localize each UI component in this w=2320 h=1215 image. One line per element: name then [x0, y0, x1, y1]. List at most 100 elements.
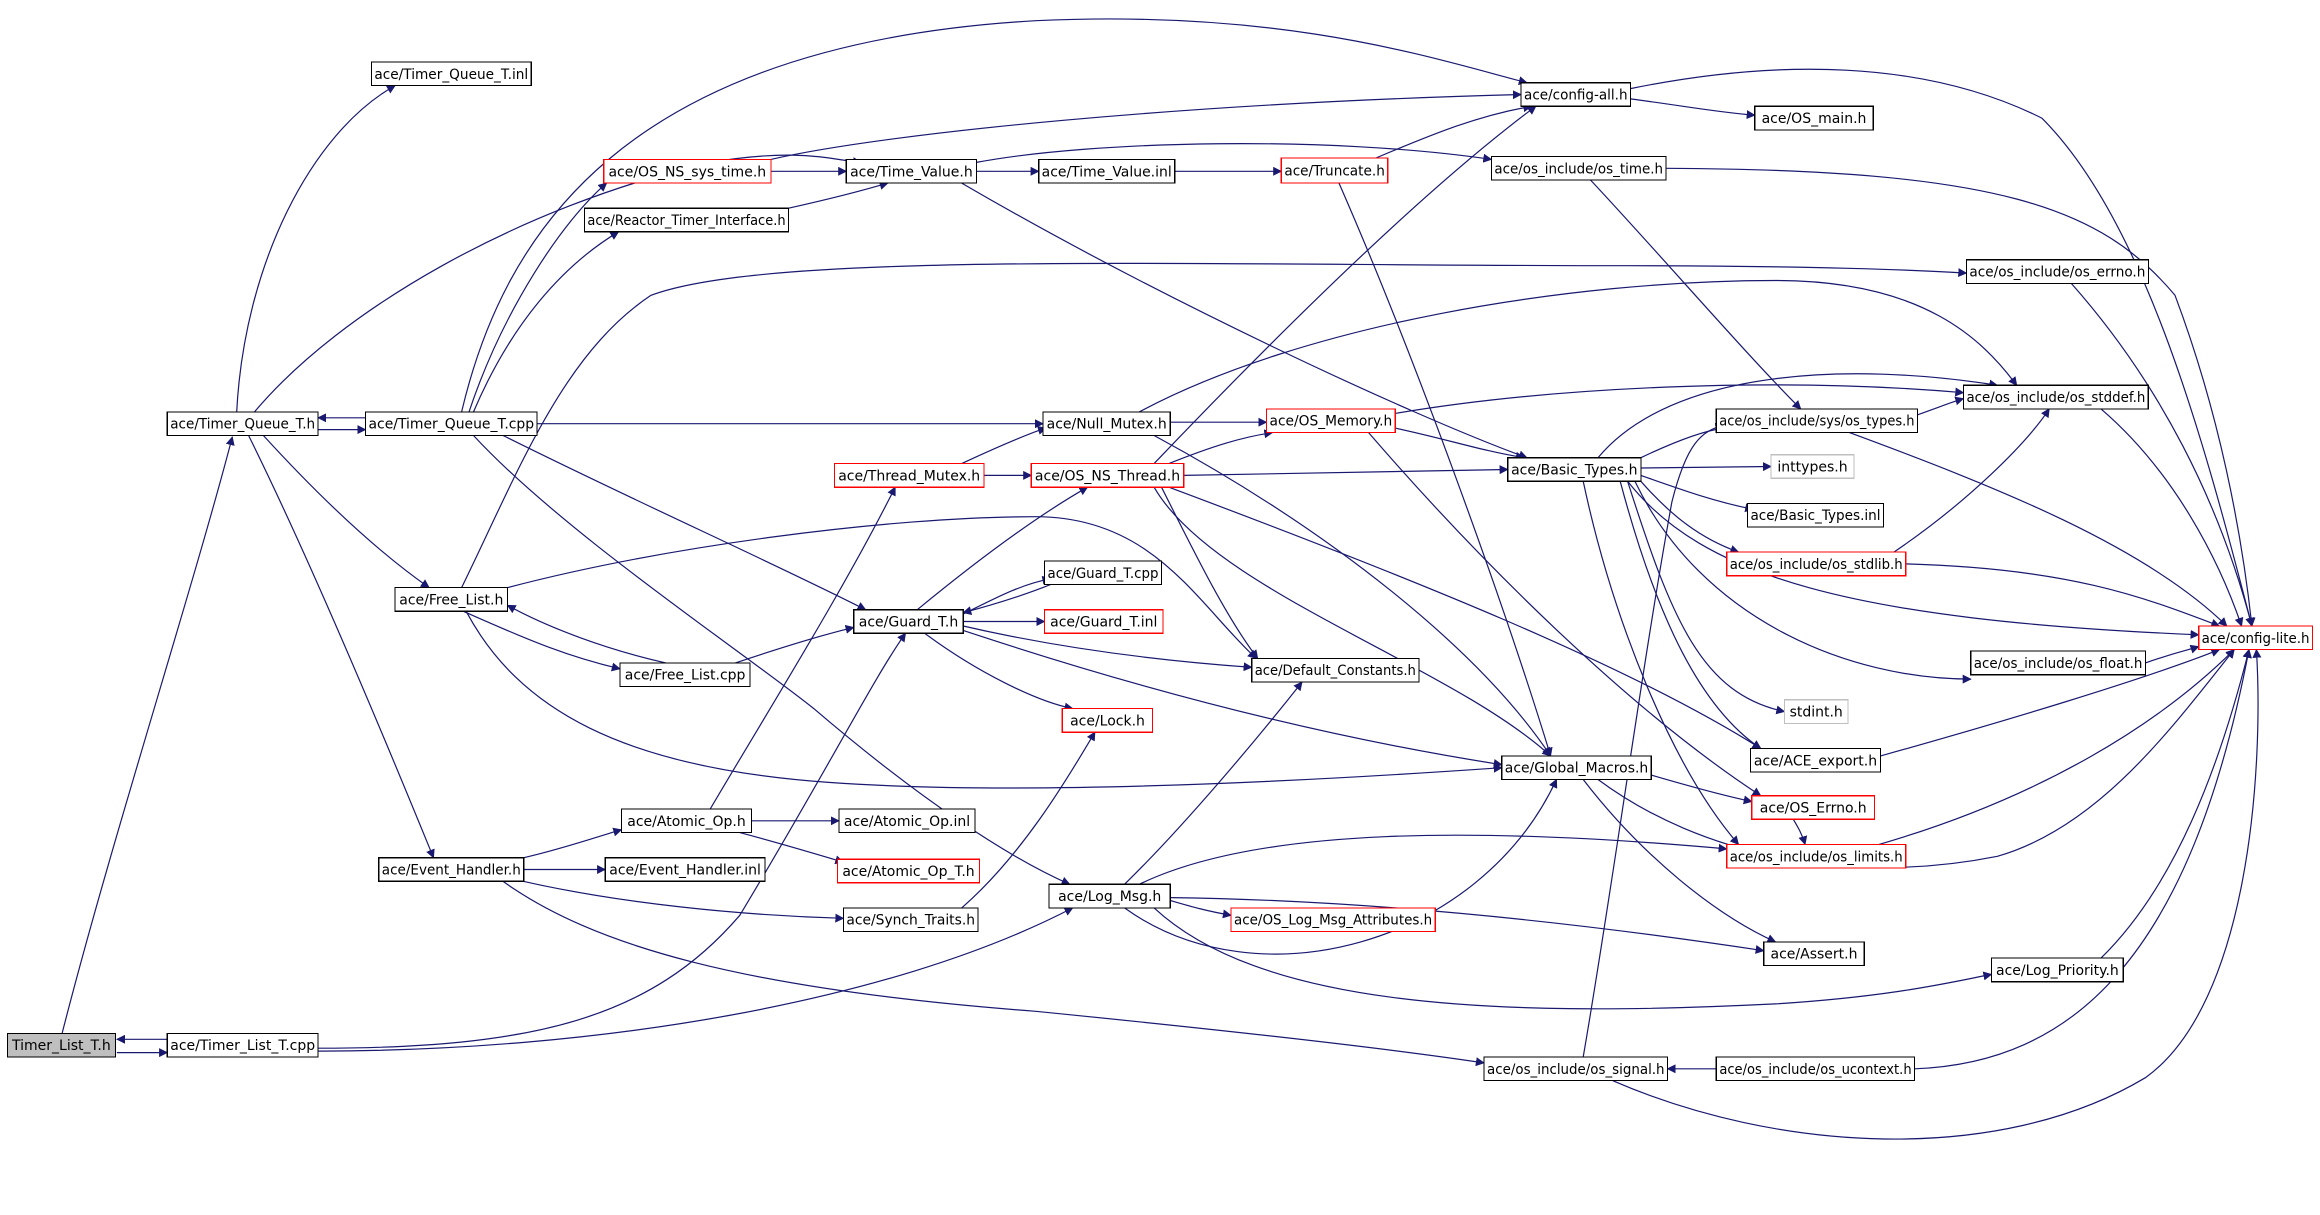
- edge-free-list-cpp-to-guard-t-h: [735, 624, 855, 664]
- node-label: ace/Atomic_Op.h: [627, 814, 745, 830]
- edge-event-handler-h-to-atomic-op-h: [523, 827, 623, 859]
- edge-config-all-h-to-os-main-h: [1630, 98, 1756, 120]
- node-basic-types-h[interactable]: ace/Basic_Types.h: [1507, 457, 1642, 482]
- node-global-macros-h[interactable]: ace/Global_Macros.h: [1501, 755, 1652, 781]
- edge-timer-queue-t-cpp-to-log-msg-h: [473, 435, 1071, 886]
- node-log-msg-h[interactable]: ace/Log_Msg.h: [1048, 883, 1171, 909]
- node-config-lite-h[interactable]: ace/config-lite.h: [2198, 625, 2314, 651]
- node-guard-t-h[interactable]: ace/Guard_T.h: [853, 609, 964, 634]
- node-lock-h[interactable]: ace/Lock.h: [1061, 707, 1154, 733]
- node-os-ns-thread-h[interactable]: ace/OS_NS_Thread.h: [1030, 463, 1185, 488]
- node-log-priority-h[interactable]: ace/Log_Priority.h: [1990, 957, 2124, 983]
- edge-os-signal-h-to-config-lite-h: [1612, 648, 2262, 1140]
- edge-os-memory-h-to-os-stddef-h: [1395, 384, 1965, 414]
- node-label: ace/Timer_Queue_T.cpp: [369, 417, 535, 433]
- edge-timer-queue-t-h-to-timer-queue-t-inl: [236, 85, 396, 412]
- node-os-errno-h[interactable]: ace/os_include/os_errno.h: [1965, 259, 2150, 284]
- edge-os-memory-h-to-basic-types-h: [1395, 427, 1525, 461]
- edge-guard-t-h-to-guard-t-cpp: [962, 575, 1052, 615]
- node-timer-queue-t-h[interactable]: ace/Timer_Queue_T.h: [166, 411, 319, 437]
- node-label: ace/Free_List.cpp: [625, 668, 746, 684]
- node-os-errno-ace-h[interactable]: ace/OS_Errno.h: [1751, 795, 1876, 820]
- edge-timer-queue-t-cpp-to-guard-t-h: [502, 434, 867, 611]
- node-box: [1501, 755, 1652, 781]
- node-time-value-inl[interactable]: ace/Time_Value.inl: [1038, 158, 1176, 184]
- node-box: [1030, 463, 1185, 488]
- node-os-log-msg-attributes-h[interactable]: ace/OS_Log_Msg_Attributes.h: [1230, 907, 1436, 933]
- node-os-time-h[interactable]: ace/os_include/os_time.h: [1490, 155, 1667, 181]
- node-box: [1726, 843, 1907, 869]
- node-atomic-op-inl[interactable]: ace/Atomic_Op.inl: [838, 808, 976, 834]
- node-atomic-op-h[interactable]: ace/Atomic_Op.h: [620, 808, 753, 834]
- node-label: ace/Timer_List_T.cpp: [170, 1038, 315, 1054]
- edge-os-signal-h-to-os-types-h: [1582, 422, 1725, 1058]
- node-stdint-h[interactable]: stdint.h: [1783, 699, 1849, 724]
- edge-atomic-op-h-to-thread-mutex-h: [709, 486, 896, 810]
- node-os-ns-sys-time-h[interactable]: ace/OS_NS_sys_time.h: [603, 158, 772, 184]
- node-label: ace/Atomic_Op_T.h: [842, 864, 974, 880]
- node-box: [1970, 650, 2147, 676]
- edge-os-types-h-to-os-stddef-h: [1917, 396, 1965, 416]
- node-guard-t-cpp[interactable]: ace/Guard_T.cpp: [1043, 560, 1163, 586]
- node-label: ace/Guard_T.inl: [1050, 615, 1157, 631]
- node-os-ucontext-h[interactable]: ace/os_include/os_ucontext.h: [1715, 1056, 1916, 1082]
- node-time-value-h[interactable]: ace/Time_Value.h: [845, 158, 978, 184]
- node-assert-h[interactable]: ace/Assert.h: [1763, 941, 1865, 967]
- node-label: ace/Guard_T.cpp: [1048, 566, 1159, 582]
- node-synch-traits-h[interactable]: ace/Synch_Traits.h: [842, 907, 979, 933]
- node-box: [853, 609, 964, 634]
- edge-global-macros-h-to-assert-h: [1582, 779, 1777, 943]
- node-os-memory-h[interactable]: ace/OS_Memory.h: [1265, 408, 1396, 434]
- node-truncate-h[interactable]: ace/Truncate.h: [1280, 157, 1389, 184]
- edge-basic-types-h-to-basic-types-inl: [1640, 474, 1755, 513]
- node-os-types-h[interactable]: ace/os_include/sys/os_types.h: [1715, 408, 1919, 434]
- node-label: ace/OS_Log_Msg_Attributes.h: [1234, 913, 1432, 929]
- edge-log-msg-h-to-os-log-msg-attributes-h: [1170, 899, 1232, 919]
- node-config-all-h[interactable]: ace/config-all.h: [1520, 82, 1632, 107]
- node-os-signal-h[interactable]: ace/os_include/os_signal.h: [1483, 1056, 1669, 1082]
- node-event-handler-inl[interactable]: ace/Event_Handler.inl: [604, 857, 766, 882]
- edge-global-macros-h-to-config-lite-h: [1597, 648, 2235, 869]
- edge-event-handler-h-to-os-signal-h: [502, 880, 1485, 1067]
- node-timer-queue-t-cpp[interactable]: ace/Timer_Queue_T.cpp: [364, 411, 538, 437]
- edge-os-time-h-to-os-types-h: [1590, 179, 1802, 410]
- edge-global-macros-h-to-os-errno-ace-h: [1651, 774, 1753, 805]
- node-atomic-op-t-h[interactable]: ace/Atomic_Op_T.h: [836, 858, 981, 884]
- node-inttypes-h[interactable]: inttypes.h: [1770, 454, 1855, 479]
- node-box: [370, 61, 532, 87]
- edge-os-stdlib-h-to-config-lite-h: [1905, 563, 2221, 628]
- node-os-float-h[interactable]: ace/os_include/os_float.h: [1970, 650, 2147, 676]
- node-default-constants-h[interactable]: ace/Default_Constants.h: [1251, 657, 1420, 683]
- node-os-main-h[interactable]: ace/OS_main.h: [1754, 105, 1874, 131]
- node-label: ace/ACE_export.h: [1754, 753, 1877, 769]
- node-reactor-timer-interface-h[interactable]: ace/Reactor_Timer_Interface.h: [583, 207, 790, 233]
- node-label: ace/OS_Memory.h: [1270, 414, 1393, 430]
- node-label: ace/Global_Macros.h: [1505, 761, 1648, 777]
- edge-log-msg-h-to-os-limits-h: [1139, 834, 1728, 885]
- edge-basic-types-h-to-ace-export-h: [1619, 481, 1762, 750]
- edge-free-list-h-to-os-errno-h: [461, 262, 1968, 588]
- node-null-mutex-h[interactable]: ace/Null_Mutex.h: [1042, 411, 1171, 437]
- node-guard-t-inl[interactable]: ace/Guard_T.inl: [1043, 609, 1164, 634]
- node-label: ace/os_include/sys/os_types.h: [1719, 414, 1914, 430]
- node-os-stddef-h[interactable]: ace/os_include/os_stddef.h: [1962, 384, 2149, 410]
- node-free-list-cpp[interactable]: ace/Free_List.cpp: [619, 662, 751, 688]
- node-timer-list-t-cpp[interactable]: ace/Timer_List_T.cpp: [166, 1032, 319, 1058]
- edge-os-errno-ace-h-to-os-limits-h: [1792, 818, 1808, 846]
- node-label: ace/Truncate.h: [1284, 164, 1385, 180]
- node-thread-mutex-h[interactable]: ace/Thread_Mutex.h: [833, 463, 985, 488]
- node-label: ace/os_include/os_stdlib.h: [1730, 557, 1903, 573]
- edge-event-handler-h-to-synch-traits-h: [523, 880, 845, 923]
- node-event-handler-h[interactable]: ace/Event_Handler.h: [378, 857, 525, 882]
- node-timer-queue-t-inl[interactable]: ace/Timer_Queue_T.inl: [370, 61, 532, 87]
- node-label: ace/OS_Errno.h: [1760, 801, 1867, 817]
- edge-guard-t-h-to-lock-h: [924, 632, 1074, 712]
- node-basic-types-inl[interactable]: ace/Basic_Types.inl: [1746, 502, 1885, 528]
- edge-free-list-cpp-to-free-list-h: [506, 604, 666, 664]
- node-free-list-h[interactable]: ace/Free_List.h: [394, 586, 509, 612]
- node-box: [1230, 907, 1436, 933]
- node-ace-export-h[interactable]: ace/ACE_export.h: [1749, 747, 1882, 773]
- node-os-limits-h[interactable]: ace/os_include/os_limits.h: [1726, 843, 1907, 869]
- node-os-stdlib-h[interactable]: ace/os_include/os_stdlib.h: [1726, 551, 1907, 577]
